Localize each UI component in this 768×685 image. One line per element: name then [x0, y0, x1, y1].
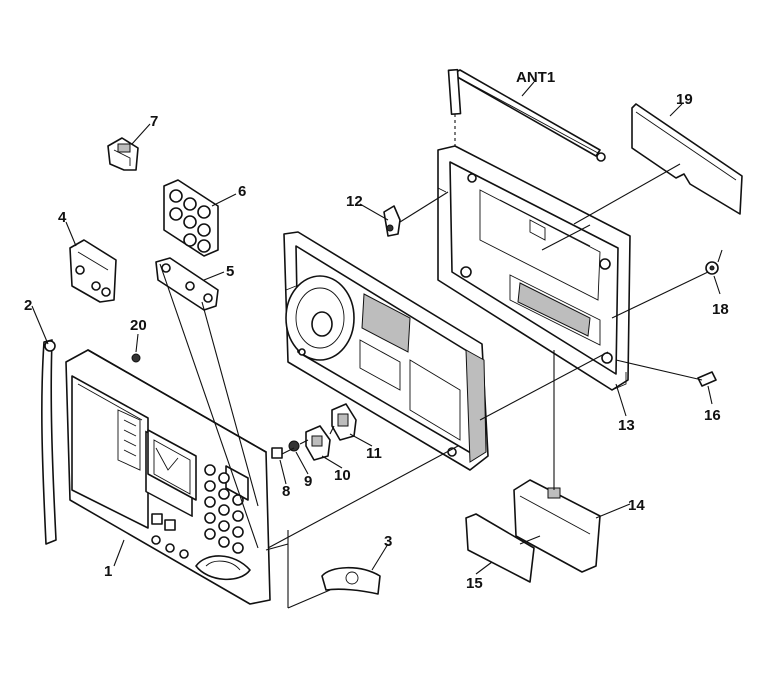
callout-pointers: [31, 81, 721, 575]
callout-9: 9: [304, 473, 312, 490]
callout-4: 4: [58, 209, 67, 226]
keypad-buttons: [204, 464, 244, 554]
callout-8: 8: [282, 483, 290, 500]
part-15-plate: [465, 513, 535, 583]
part-8: [271, 447, 283, 459]
callout-6: 6: [238, 183, 246, 200]
part-10: [305, 425, 331, 461]
callout-12: 12: [346, 193, 363, 210]
part-5-plate: [155, 257, 219, 311]
part-9: [288, 440, 300, 452]
callout-20: 20: [130, 317, 147, 334]
part-7-bracket: [107, 137, 139, 171]
part-14-battery-cover: [513, 479, 601, 573]
callout-14: 14: [628, 497, 645, 514]
telescopic-antenna: [447, 68, 606, 162]
front-cabinet: [65, 349, 271, 605]
part-20-screw: [131, 353, 141, 363]
callout-18: 18: [712, 301, 729, 318]
part-11: [331, 403, 357, 441]
part-12-clip: [383, 205, 401, 237]
part-16-screw: [697, 371, 717, 387]
callout-19: 19: [676, 91, 693, 108]
assembly-lines: [159, 163, 709, 609]
callout-13: 13: [618, 417, 635, 434]
callout-3: 3: [384, 533, 392, 550]
callout-7: 7: [150, 113, 158, 130]
callout-2: 2: [24, 297, 32, 314]
part-19-cover: [631, 103, 743, 215]
part-3-dial-trim: [321, 566, 381, 595]
rear-cabinet: [437, 145, 631, 391]
part-18-screw: [705, 249, 723, 275]
part-4-bracket: [69, 239, 117, 303]
part-6-button-sheet: [163, 179, 219, 257]
callout-labels: 1 2 3 4 5 6 7 8 9 10 11 12 13 14 15 16 1…: [24, 69, 729, 592]
callout-10: 10: [334, 467, 351, 484]
callout-ant1: ANT1: [516, 69, 555, 86]
callout-11: 11: [366, 445, 382, 462]
chassis: [283, 231, 489, 471]
callout-15: 15: [466, 575, 483, 592]
callout-5: 5: [226, 263, 234, 280]
callout-16: 16: [704, 407, 721, 424]
part-2-strap: [41, 339, 57, 545]
callout-1: 1: [104, 563, 112, 580]
